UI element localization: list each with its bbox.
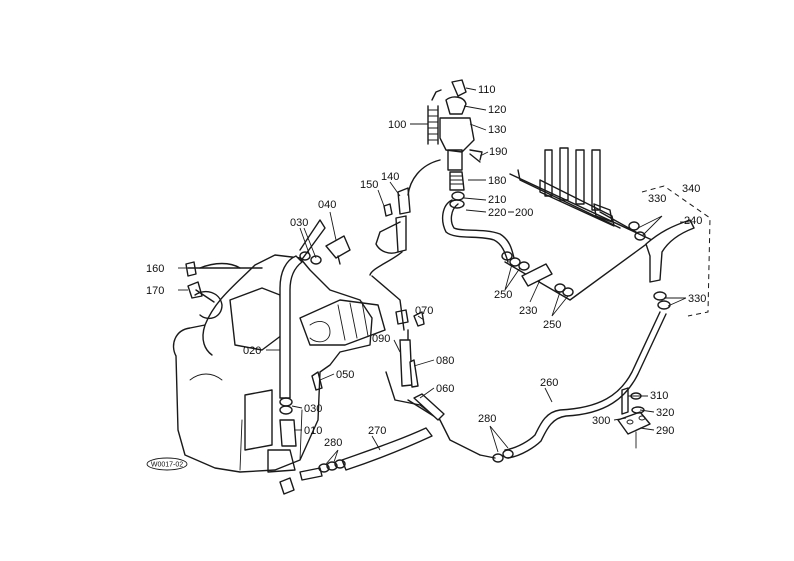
callout-330-lower: 330 [688,293,706,305]
callout-340: 340 [682,183,700,195]
diagram-code: W0017-02 [151,462,183,469]
callout-160: 160 [146,263,164,275]
callout-230: 230 [519,305,537,317]
callout-060: 060 [436,383,454,395]
callout-190: 190 [489,146,507,158]
fittings-030-040 [185,235,351,447]
callout-320: 320 [656,407,674,419]
diagram-code-badge: W0017-02 [146,457,188,471]
callout-120: 120 [488,104,506,116]
bracket-290 [617,387,651,449]
coupling-hose-230 [501,251,574,297]
callout-030-upper: 030 [290,217,308,229]
callout-010: 010 [304,425,322,437]
callout-330-upper: 330 [648,193,666,205]
callout-210: 210 [488,194,506,206]
transmission-housing [172,254,386,473]
callout-labels: 110 120 130 100 190 180 210 220 200 140 … [146,84,706,449]
callout-270: 270 [368,425,386,437]
callout-220: 220 [488,207,506,219]
callout-250-right: 250 [543,319,561,331]
callout-200: 200 [515,207,533,219]
callout-170: 170 [146,285,164,297]
callout-140: 140 [381,171,399,183]
callout-300: 300 [592,415,610,427]
return-pipe-260 [492,311,667,463]
fitting-140 [383,187,411,253]
callout-280-left: 280 [324,437,342,449]
callout-080: 080 [436,355,454,367]
callout-100: 100 [388,119,406,131]
pipe-200 [441,191,515,263]
callout-180: 180 [488,175,506,187]
callout-250-left: 250 [494,289,512,301]
callout-290: 290 [656,425,674,437]
callout-020: 020 [243,345,261,357]
hose-270 [279,427,433,495]
callout-130: 130 [488,124,506,136]
callout-280-right: 280 [478,413,496,425]
leader-lines [178,87,692,465]
callout-260: 260 [540,377,558,389]
callout-090: 090 [372,333,390,345]
return-pipe-020 [279,255,303,399]
hydraulic-lines [187,159,496,459]
callout-240: 240 [684,215,702,227]
pipes-060-080 [385,309,445,421]
callout-040: 040 [318,199,336,211]
return-spring [427,89,442,145]
callout-310: 310 [650,390,668,402]
callout-150: 150 [360,179,378,191]
callout-030-lower: 030 [304,403,322,415]
callout-070: 070 [415,305,433,317]
callout-110: 110 [478,84,496,96]
control-valve [439,79,483,191]
callout-050: 050 [336,369,354,381]
